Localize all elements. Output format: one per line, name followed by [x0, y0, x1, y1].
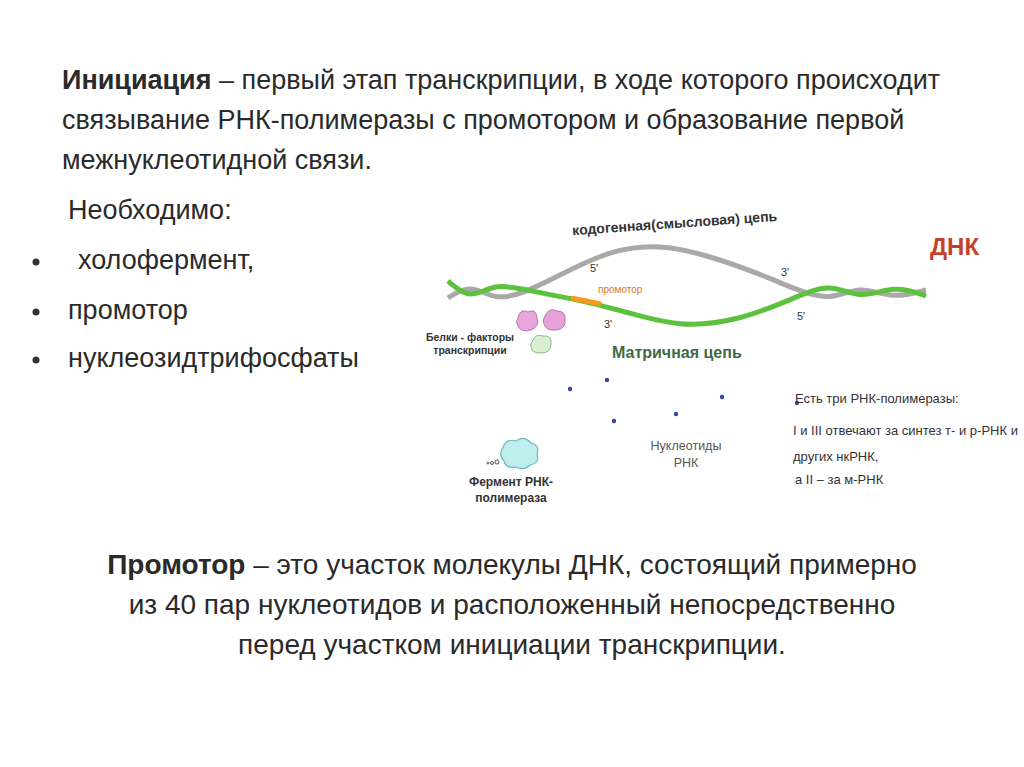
label-text: Белки - факторы транскрипции [426, 331, 514, 356]
label-text: Есть три РНК-полимеразы: [795, 391, 959, 406]
protein-blobs [517, 310, 566, 353]
promoter-segment [571, 298, 601, 304]
label-text: а II – за м-РНК [795, 472, 883, 487]
label-text: 5' [797, 310, 805, 322]
label-text: Фермент РНК-полимераза [469, 475, 553, 505]
label-text: 3' [781, 266, 789, 278]
bullet-marks [33, 259, 40, 364]
enzyme-label: Фермент РНК-полимераза [452, 474, 570, 506]
nucleotides-label: Нуклеотиды РНК [646, 438, 726, 472]
proteins-label: Белки - факторы транскрипции [420, 331, 520, 357]
strand-label: кодогенная(смысловая) цепь [572, 208, 778, 238]
label-text: кодогенная(смысловая) цепь [572, 208, 778, 238]
label-text: промотор [598, 284, 642, 295]
nucleotide-dots [568, 378, 799, 423]
protein-blob [517, 311, 538, 331]
label-text: Нуклеотиды РНК [651, 439, 722, 470]
label-text: – это участок молекулы ДНК, состоящий пр… [129, 549, 917, 660]
protein-blob [543, 310, 565, 330]
end-label: 5' [797, 310, 805, 322]
end-label: 3' [781, 266, 789, 278]
list-item: нуклеозидтрифосфаты [68, 343, 359, 374]
label-text: ДНК [930, 233, 979, 260]
list-heading: Необходимо: [68, 195, 232, 226]
label-text: Необходимо: [68, 195, 232, 225]
template-strand [448, 281, 926, 324]
polymerase-blob [487, 438, 538, 468]
strand-label: Матричная цепь [612, 344, 742, 362]
label-text: Матричная цепь [612, 344, 742, 361]
note-text: а II – за м-РНК [795, 472, 883, 487]
bullet-dot [33, 259, 40, 266]
label-text: нуклеозидтрифосфаты [68, 343, 359, 373]
note-text: Есть три РНК-полимеразы: [795, 391, 959, 406]
label-text: I и III отвечают за синтез т- и р-РНК и … [793, 423, 1018, 464]
protein-blob [531, 335, 551, 353]
list-item: промотор [68, 295, 188, 326]
end-label: 5' [590, 262, 598, 274]
dna-strands [448, 247, 926, 324]
end-label: 3' [604, 318, 612, 330]
term-text: Промотор [107, 549, 245, 580]
promoter-label: промотор [598, 284, 642, 295]
definition-paragraph: Инициация– первый этап транскрипции, в х… [62, 60, 1002, 180]
label-text: 3' [604, 318, 612, 330]
term-text: Инициация [62, 65, 211, 95]
list-item: холофермент, [78, 245, 254, 276]
label-text: 5' [590, 262, 598, 274]
bullet-dot [33, 309, 40, 316]
label-text: промотор [68, 295, 188, 325]
definition-paragraph: Промотор– это участок молекулы ДНК, сост… [92, 545, 932, 665]
bullet-dot [33, 357, 40, 364]
note-text: I и III отвечают за синтез т- и р-РНК и … [793, 418, 1018, 470]
label-text: холофермент, [78, 245, 254, 275]
dna-label: ДНК [930, 233, 979, 261]
